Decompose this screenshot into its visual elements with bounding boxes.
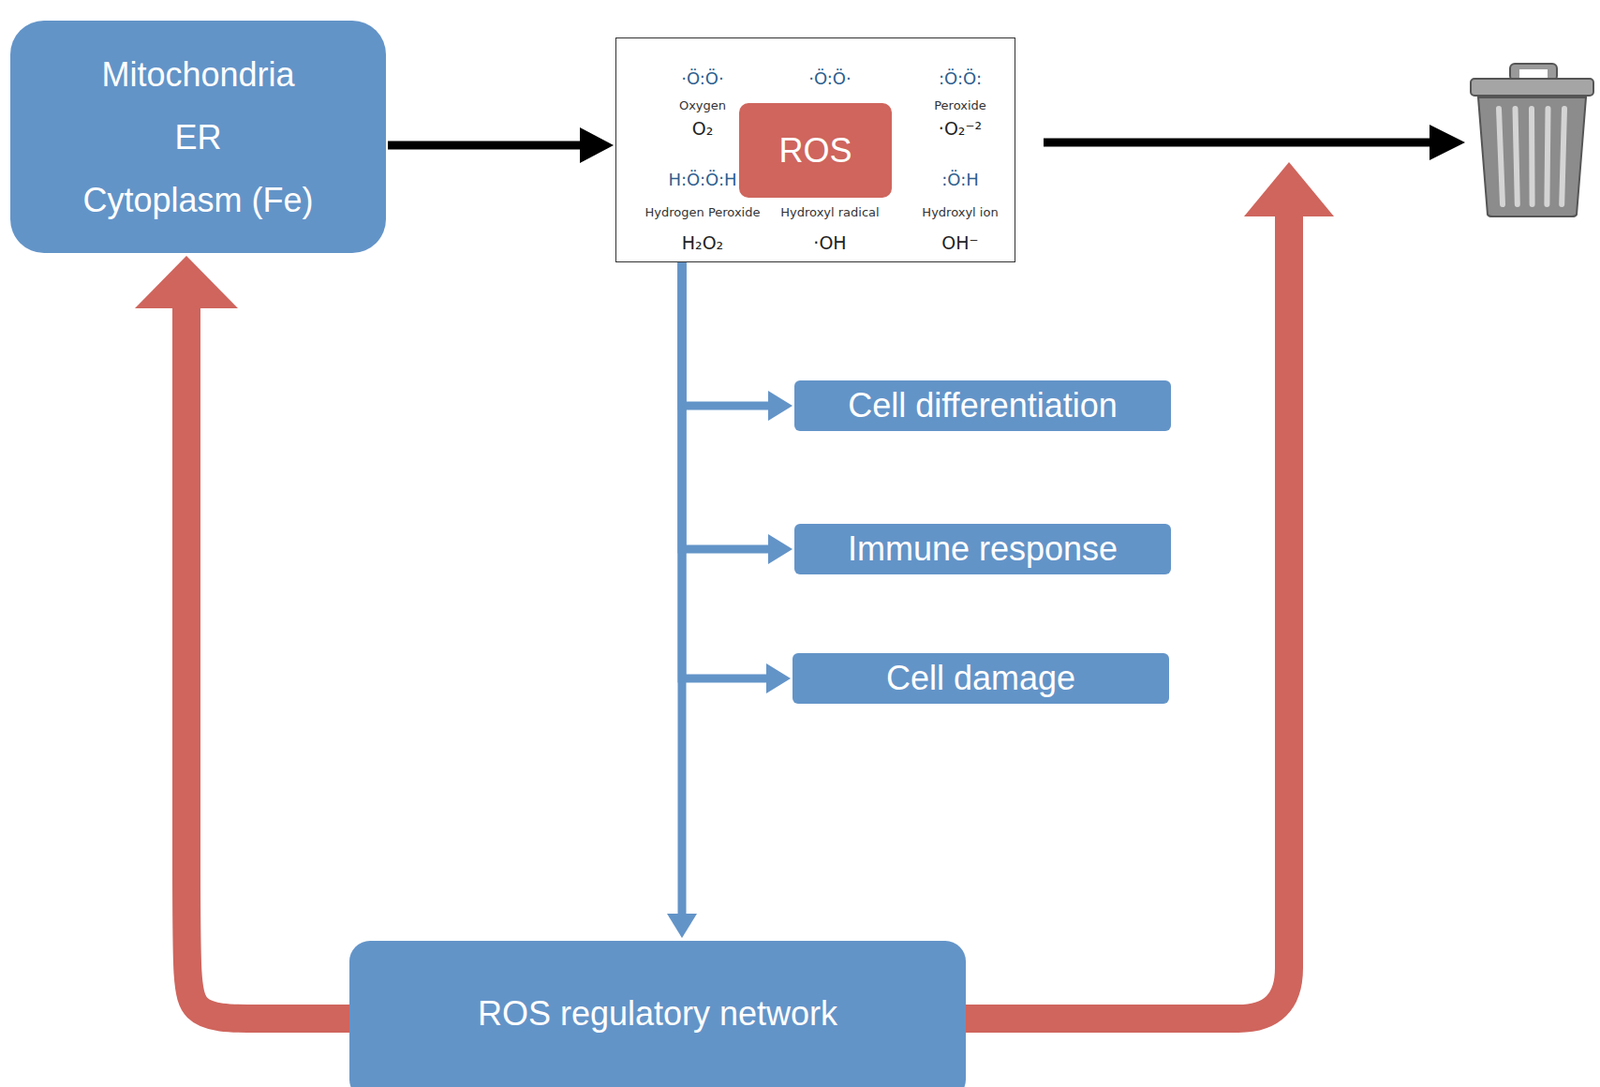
lewis-structure: ·Ö:Ö· xyxy=(808,68,852,89)
scavenging-arrow xyxy=(936,213,1289,1019)
flow-arrow xyxy=(387,141,580,150)
node-label: Immune response xyxy=(847,529,1118,569)
scavenging-arrowhead xyxy=(1244,162,1334,217)
trash-rib xyxy=(1561,108,1565,205)
chemical-formula: ·O₂⁻² xyxy=(938,118,982,139)
node-label: ROS regulatory network xyxy=(477,993,838,1034)
trash-rib xyxy=(1528,108,1536,205)
species-name: Hydroxyl ion xyxy=(921,205,998,220)
node-label: Mitochondria xyxy=(101,43,295,106)
effect-box: Immune response xyxy=(794,523,1171,575)
chemical-formula: ·OH xyxy=(813,232,846,253)
chemical-formula: H₂O₂ xyxy=(681,232,724,253)
lewis-structure: H:Ö:Ö:H xyxy=(668,169,738,190)
chemical-formula: OH⁻ xyxy=(941,232,978,253)
effect-box: Cell damage xyxy=(792,652,1170,704)
trash-rib xyxy=(1546,108,1548,205)
node-label: ER xyxy=(174,105,222,169)
chemical-formula: O₂ xyxy=(692,118,714,139)
ros-species-panel: ·Ö:Ö· ·Ö:Ö· :Ö:Ö: Oxygen PeroxideO₂ ·O₂⁻² H:Ö:… xyxy=(615,37,1016,263)
regulatory-network-box: ROS regulatory network xyxy=(349,940,966,1087)
effect-arrow xyxy=(681,262,767,679)
effect-arrow xyxy=(681,262,769,549)
effect-arrow xyxy=(681,262,769,406)
disposal-arrow xyxy=(1043,138,1432,148)
trash-can-icon xyxy=(1470,63,1594,217)
species-name: Hydrogen Peroxide xyxy=(645,205,761,220)
feedback-arrow xyxy=(186,308,352,1019)
trash-rib xyxy=(1498,108,1503,205)
lewis-structure: ·Ö:Ö· xyxy=(681,68,725,89)
source-box: MitochondriaERCytoplasm (Fe) xyxy=(10,20,386,253)
lewis-structure: :Ö:Ö: xyxy=(938,68,982,89)
node-label: Cell differentiation xyxy=(847,385,1118,426)
node-label: Cell damage xyxy=(886,658,1076,698)
node-label: ROS xyxy=(778,131,852,171)
lewis-structure: :Ö:H xyxy=(941,169,979,190)
disposal-arrowhead xyxy=(1429,124,1466,161)
species-name: Oxygen xyxy=(679,98,726,113)
species-name: Peroxide xyxy=(933,98,987,113)
node-label: Cytoplasm (Fe) xyxy=(82,168,313,232)
signal-arrow xyxy=(678,262,687,914)
species-name: Hydroxyl radical xyxy=(780,205,879,220)
ros-label-box: ROS xyxy=(739,103,892,198)
trash-rib xyxy=(1515,108,1518,205)
effect-box: Cell differentiation xyxy=(794,380,1171,431)
